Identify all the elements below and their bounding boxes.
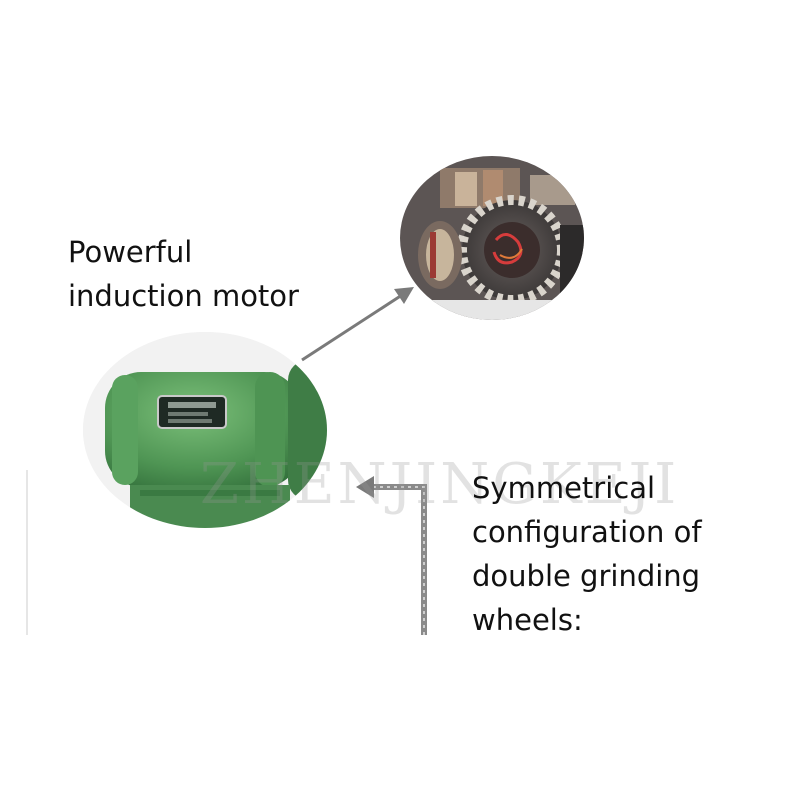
motor-caption-line-1: Powerful <box>68 235 193 269</box>
wheels-caption-line-4: wheels: <box>472 603 583 637</box>
motor-caption-line-2: induction motor <box>68 279 299 313</box>
wheels-caption-line-1: Symmetrical <box>472 471 656 505</box>
motor-photo <box>83 332 327 528</box>
watermark-text: ZHENJINGKEJI <box>200 452 680 517</box>
stator-photo <box>400 156 584 320</box>
wheels-caption-line-3: double grinding <box>472 559 701 593</box>
arrow-motor-to-stator <box>301 287 414 362</box>
wheels-caption-line-2: configuration of <box>472 515 702 549</box>
motor-caption: Powerful induction motor <box>68 230 299 318</box>
arrow-wheels <box>356 476 427 635</box>
wheels-caption: Symmetrical configuration of double grin… <box>472 466 702 642</box>
